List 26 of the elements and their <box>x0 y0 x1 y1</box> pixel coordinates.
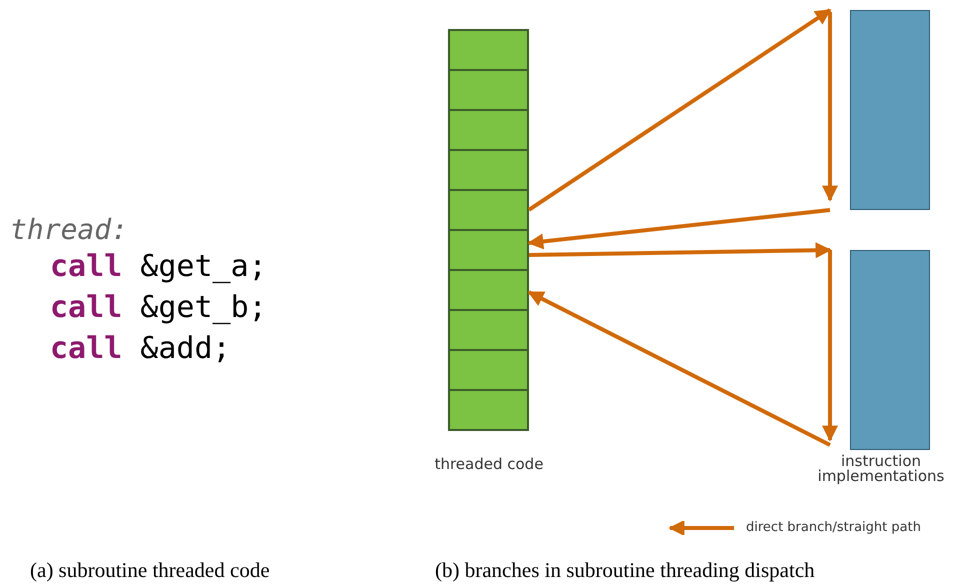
caption: (b) branches in subroutine threading dispatch <box>435 560 815 581</box>
code-line: thread: <box>10 216 128 244</box>
code-cell <box>449 230 528 270</box>
code-line: call &get_a; <box>50 252 267 282</box>
implementation-box <box>850 10 930 210</box>
implementation-box <box>850 250 930 450</box>
code-cell <box>449 150 528 190</box>
code-line: call &get_b; <box>50 293 267 323</box>
caption: (a) subroutine threaded code <box>30 560 270 581</box>
code-cell <box>449 270 528 310</box>
code-cell <box>449 110 528 150</box>
legend-text: direct branch/straight path <box>746 519 921 537</box>
arrow <box>528 8 832 212</box>
arrow <box>527 208 830 250</box>
code-line: call &add; <box>50 334 231 364</box>
code-cell <box>449 30 528 70</box>
code-cell <box>449 350 528 390</box>
arrow <box>528 290 831 447</box>
code-cell <box>449 390 528 430</box>
axis-label: threaded code <box>434 457 544 472</box>
code-cell <box>449 70 528 110</box>
arrow <box>528 242 832 258</box>
code-column <box>448 29 529 431</box>
code-cell <box>449 190 528 230</box>
code-cell <box>449 310 528 350</box>
axis-label: instruction implementations <box>816 454 946 484</box>
